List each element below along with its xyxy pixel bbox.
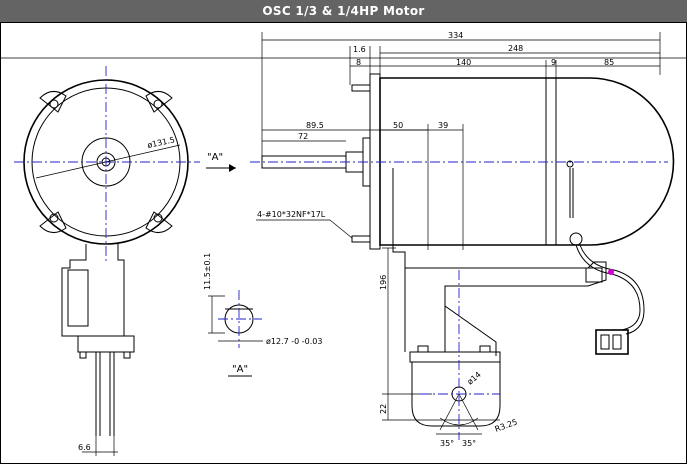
front-nut-left <box>79 351 87 359</box>
bracket-nut-right <box>479 345 491 353</box>
dim-flange-small-label: 1.6 <box>353 45 366 54</box>
front-view: ø131.5 6.6 <box>14 66 200 456</box>
screw-top <box>351 84 371 92</box>
front-diameter-label: ø131.5 <box>147 135 176 150</box>
mount-lobe-tl <box>39 91 67 113</box>
view-arrow-icon <box>229 164 236 172</box>
front-nut-right <box>123 351 131 359</box>
bracket-foot <box>409 351 501 363</box>
pivot-arc <box>439 417 479 426</box>
side-bracket <box>392 168 607 356</box>
terminal-dot <box>566 160 574 168</box>
detail-height-label: 11.5±0.1 <box>203 253 212 290</box>
dim-flange-label: 8 <box>356 58 361 67</box>
side-view: 334 248 1.6 8 140 9 85 89.5 72 50 <box>250 31 675 448</box>
front-shaft-width-label: 6.6 <box>78 443 91 452</box>
bracket-nut-left <box>417 345 429 353</box>
angle-right-label: 35° <box>462 439 476 448</box>
front-flange <box>369 73 381 250</box>
mount-lobe-bl <box>39 211 67 233</box>
detail-caption: "A" <box>232 364 248 375</box>
dim-base-label: 22 <box>379 404 388 414</box>
motor-drawing: ø131.5 6.6 "A" 11.5±0.1 ø12.7 -0 -0.03 <box>0 22 687 464</box>
dim-stator-label: 140 <box>456 58 471 67</box>
angle-left-label: 35° <box>440 439 454 448</box>
pivot-block <box>411 362 501 427</box>
bracket-clamp <box>585 267 603 283</box>
window-title: OSC 1/3 & 1/4HP Motor <box>262 4 425 18</box>
view-marker-a: "A" <box>206 152 236 172</box>
front-bracket-boss <box>67 269 89 327</box>
detail-diameter-label: ø12.7 -0 -0.03 <box>266 337 322 346</box>
view-arrow-label: "A" <box>207 152 223 163</box>
dim-bracket-offset-label: 50 <box>393 121 403 130</box>
hole-label: ø14 <box>466 370 483 387</box>
drawing-border <box>0 22 687 464</box>
dim-body-label: 248 <box>508 44 523 53</box>
dim-total-label: 334 <box>448 31 463 40</box>
front-bracket <box>61 244 135 353</box>
motor-body <box>379 77 675 246</box>
screw-label: 4-#10*32NF*17L <box>257 210 326 219</box>
screw-bottom <box>351 235 371 243</box>
dim-endcap-label: 85 <box>604 58 614 67</box>
dim-height-label: 196 <box>379 275 388 290</box>
power-connector <box>595 329 629 355</box>
dim-shaft-to-bracket-label: 89.5 <box>306 121 324 130</box>
dim-bracket-center-label: 39 <box>438 121 448 130</box>
mount-lobe-tr <box>145 91 173 113</box>
cable-grommet <box>569 232 583 246</box>
detail-a: 11.5±0.1 ø12.7 -0 -0.03 "A" <box>203 253 322 377</box>
power-cable <box>575 244 641 331</box>
drawing-panel: ø131.5 6.6 "A" 11.5±0.1 ø12.7 -0 -0.03 <box>0 22 687 464</box>
window-title-bar: OSC 1/3 & 1/4HP Motor <box>0 0 687 22</box>
dim-shaft-label: 72 <box>298 132 308 141</box>
connector-accent <box>608 269 614 275</box>
mount-lobe-br <box>145 211 173 233</box>
dim-gap-label: 9 <box>551 58 556 67</box>
diameter-leader <box>35 144 181 179</box>
